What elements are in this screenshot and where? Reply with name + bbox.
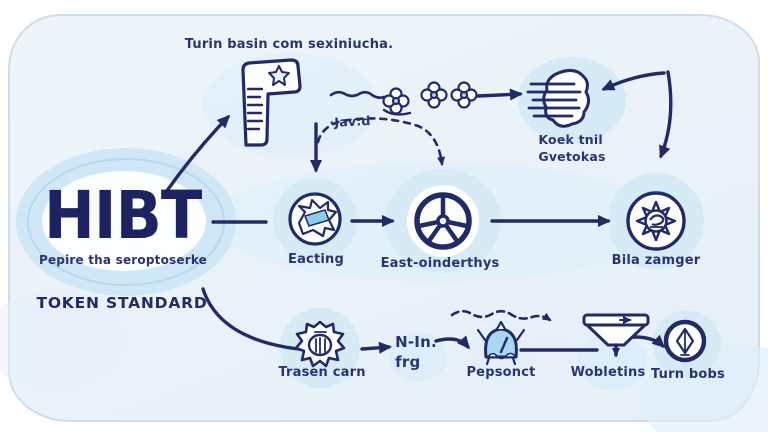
scribble-burst-icon xyxy=(288,192,342,246)
funnel-icon xyxy=(582,313,650,357)
nin-line2: frg xyxy=(395,352,421,371)
koek-line2: Gvetokas xyxy=(538,148,606,164)
top-caption: Turin basin com sexiniucha. xyxy=(184,37,394,52)
node-label-trasen: Trasen carn xyxy=(278,365,366,380)
annotation-note: ·Jav:d xyxy=(329,112,371,131)
arrow-flowers-to-koek xyxy=(476,88,523,101)
squiggle-pepsonct-to-funnel xyxy=(450,309,552,322)
brand-title: HIBT xyxy=(44,177,202,254)
node-label-east: East-oinderthys xyxy=(380,256,500,271)
squiggle-document-to-flowers xyxy=(329,90,386,99)
node-label-koek: Koek tnil Gvetokas xyxy=(538,132,605,165)
kite-badge-icon xyxy=(663,319,707,363)
nin-line1: N-In. xyxy=(395,333,437,351)
clover-icon xyxy=(420,81,448,109)
spoked-wheel-icon xyxy=(407,185,479,257)
arrow-down-to-bila xyxy=(659,70,673,159)
node-label-pepsonct: Pepsonct xyxy=(466,365,536,380)
clover-icon xyxy=(382,87,410,115)
document-flag-icon xyxy=(241,58,302,147)
brand-tagline: TOKEN STANDARD xyxy=(36,294,208,312)
node-label-bila: Bila zamger xyxy=(611,253,701,268)
brand-subtitle: Pepire tha seroptoserke xyxy=(38,253,208,267)
node-label-turnbobs: Turn bobs xyxy=(651,367,725,382)
koek-line1: Koek tnil xyxy=(538,132,603,147)
gauge-icon xyxy=(476,320,526,366)
node-label-eacting: Eacting xyxy=(288,252,344,267)
node-label-nin: N-In. frg xyxy=(395,333,437,373)
arrow-nin-to-pepsonct xyxy=(434,335,470,350)
spiky-seal-icon xyxy=(294,320,346,368)
gear-medal-icon xyxy=(626,191,686,251)
arrow-hibt-to-document xyxy=(164,114,231,194)
node-label-wobletins: Wobletins xyxy=(570,365,646,380)
arrow-trasen-to-nin xyxy=(360,341,392,354)
arrow-right-to-koek xyxy=(601,71,666,91)
clover-icon xyxy=(450,81,478,109)
dashed-arrow-to-east xyxy=(316,117,446,166)
clover-icons xyxy=(382,81,478,115)
lined-blob-icon xyxy=(526,69,591,128)
